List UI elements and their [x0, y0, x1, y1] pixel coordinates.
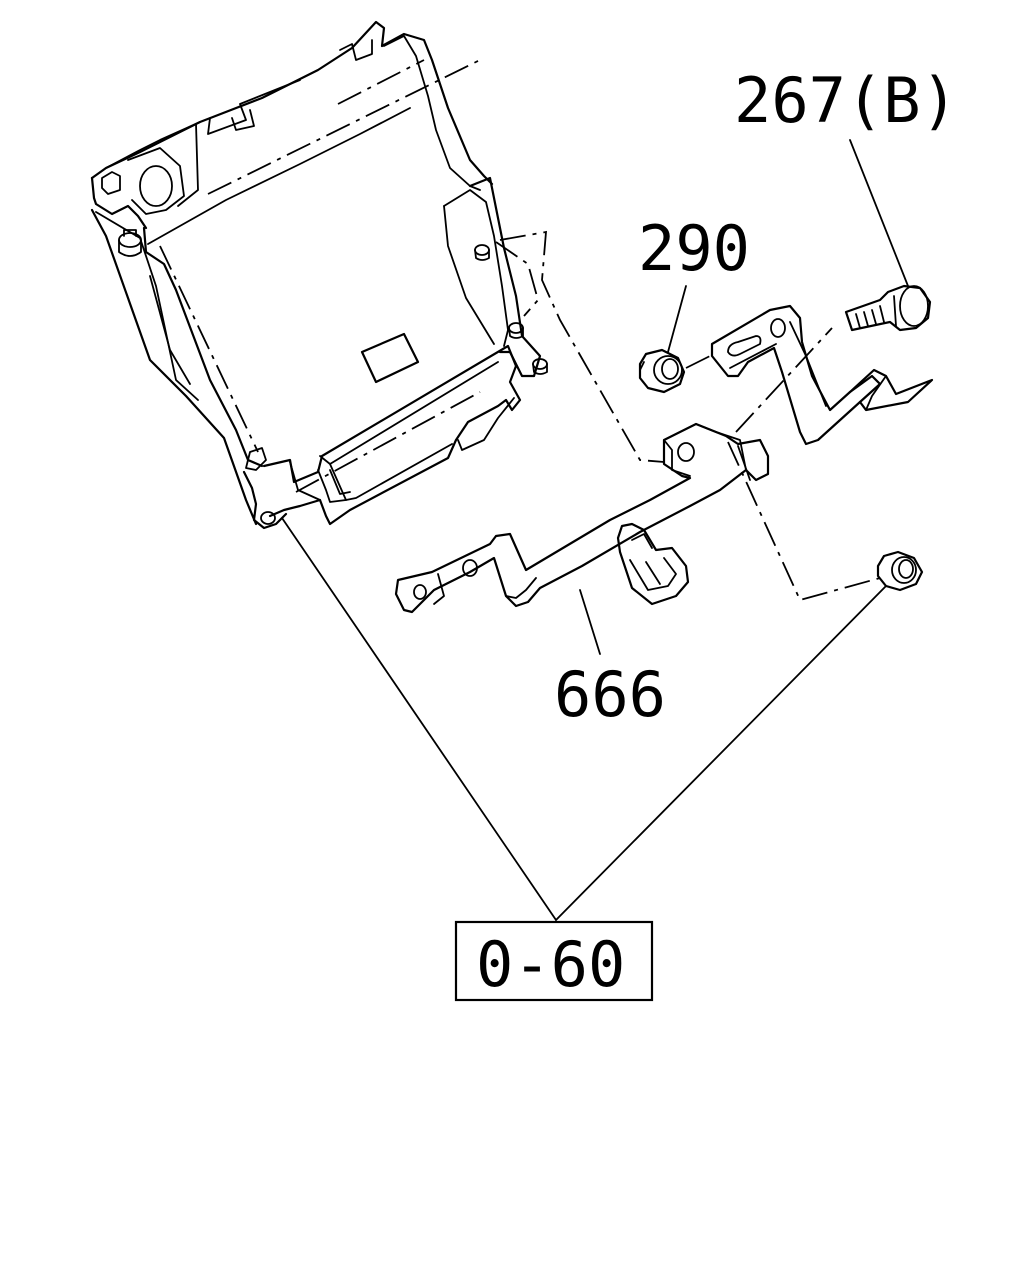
- harness-clip-icon: [616, 522, 690, 606]
- callout-nut-label: 290: [638, 212, 750, 285]
- control-unit-housing: [90, 20, 548, 530]
- callout-bolt-label: 267(B): [734, 64, 958, 137]
- flange-bolt-icon: [844, 284, 932, 332]
- label-plate-icon: [360, 332, 420, 384]
- reference-box: 0-60: [454, 920, 654, 1002]
- callout-bracket-label: 666: [554, 658, 666, 731]
- lower-nut-icon: [876, 550, 924, 592]
- mounting-bracket: [394, 304, 934, 614]
- housing-bolt-icon: [118, 229, 142, 257]
- reference-box-label: 0-60: [476, 928, 625, 1001]
- stud-icon: [474, 244, 548, 375]
- flange-nut-icon: [638, 348, 686, 394]
- leader-lines: [281, 139, 909, 921]
